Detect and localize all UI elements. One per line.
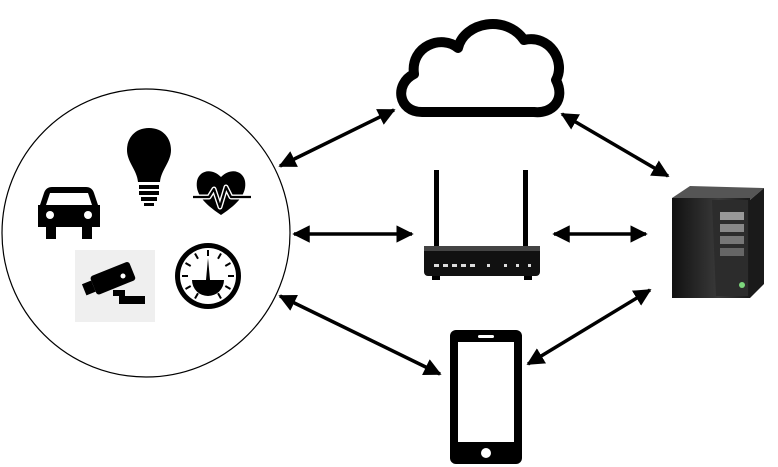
arrow-cloud-server bbox=[560, 112, 670, 178]
connection-arrows bbox=[278, 108, 670, 376]
heart-rate-icon bbox=[193, 171, 251, 215]
server-tower-icon bbox=[672, 186, 764, 298]
car-icon bbox=[38, 187, 100, 239]
security-camera-icon bbox=[75, 250, 155, 322]
lightbulb-icon bbox=[127, 128, 171, 206]
cloud-icon bbox=[396, 19, 565, 118]
smartphone-icon bbox=[450, 330, 522, 464]
arrow-devices-cloud bbox=[278, 108, 396, 168]
arrow-devices-phone bbox=[278, 294, 442, 376]
arrow-phone-server bbox=[526, 288, 652, 366]
devices-group bbox=[1, 88, 291, 378]
gauge-icon bbox=[175, 243, 241, 309]
wifi-router-icon bbox=[424, 170, 540, 280]
